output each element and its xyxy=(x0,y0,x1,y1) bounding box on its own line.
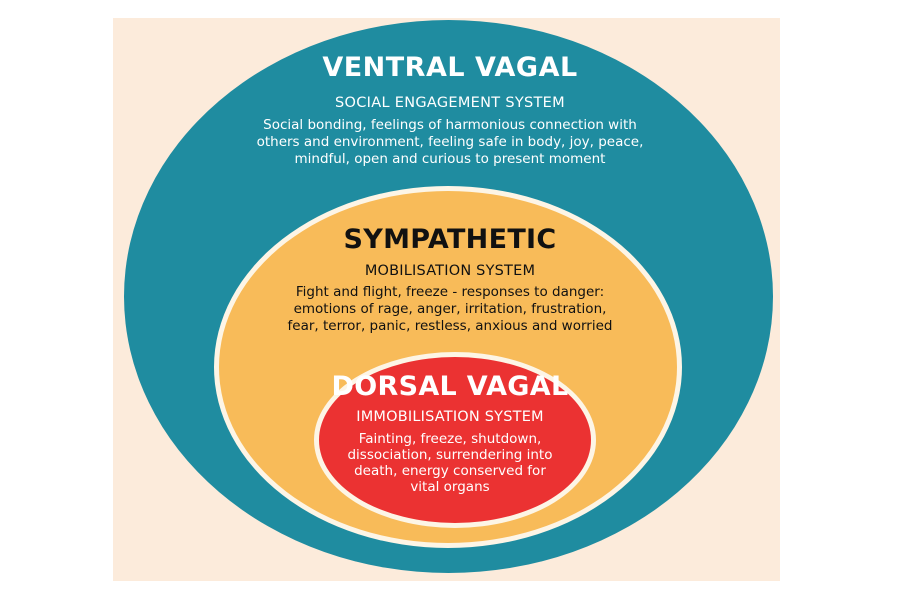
sympathetic-subtitle: MOBILISATION SYSTEM xyxy=(364,263,536,279)
ventral-vagal-subtitle: SOCIAL ENGAGEMENT SYSTEM xyxy=(335,95,565,111)
sympathetic-description: Fight and flight, freeze - responses to … xyxy=(287,284,613,334)
dorsal-vagal-title: DORSAL VAGAL xyxy=(331,371,569,402)
ventral-vagal-description: Social bonding, feelings of harmonious c… xyxy=(256,117,644,167)
ventral-vagal-title: VENTRAL VAGAL xyxy=(322,52,578,83)
dorsal-vagal-ellipse xyxy=(314,352,596,528)
dorsal-vagal-description: Fainting, freeze, shutdown, dissociation… xyxy=(347,431,553,495)
sympathetic-title: SYMPATHETIC xyxy=(343,224,557,255)
dorsal-vagal-subtitle: IMMOBILISATION SYSTEM xyxy=(356,409,544,425)
